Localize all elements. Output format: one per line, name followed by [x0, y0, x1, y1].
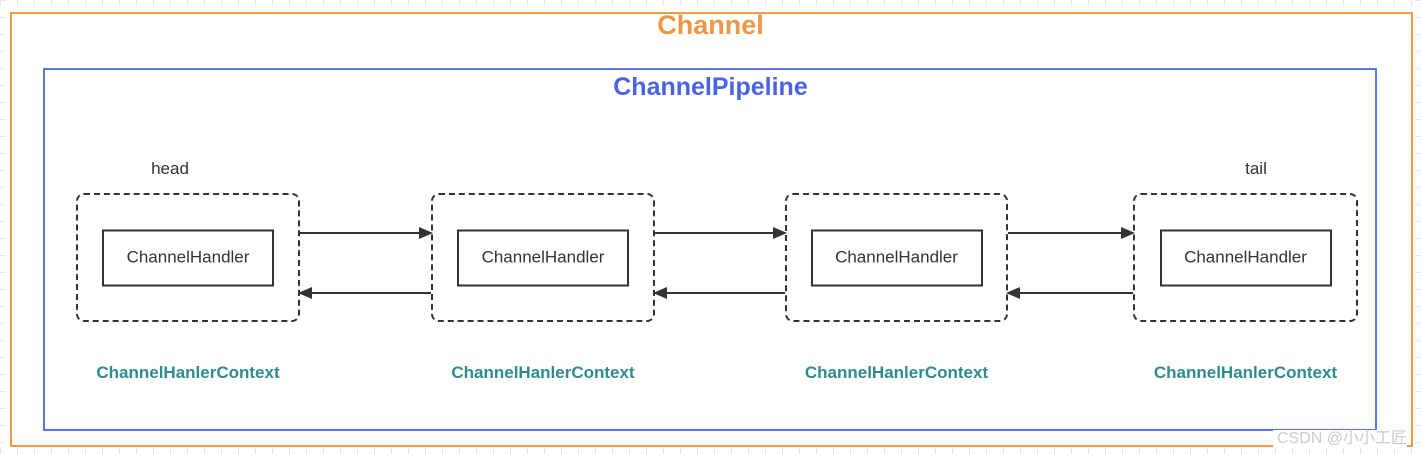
- watermark: CSDN @小小工匠: [1272, 430, 1407, 448]
- backward-arrow-icon-3: [1008, 292, 1133, 294]
- ruler-ticks-right: [1415, 0, 1421, 454]
- ruler-ticks-top: [0, 0, 1421, 6]
- channel-handler-box-1: ChannelHandler: [102, 229, 274, 286]
- context-node-4: ChannelHandler: [1133, 193, 1358, 322]
- ruler-ticks-left: [0, 0, 6, 454]
- backward-arrow-icon-2: [655, 292, 785, 294]
- head-label: head: [151, 159, 189, 178]
- context-node-2: ChannelHandler: [431, 193, 655, 322]
- channel-pipeline-title: ChannelPipeline: [613, 73, 808, 101]
- context-label-2: ChannelHanlerContext: [451, 363, 635, 382]
- context-node-3: ChannelHandler: [785, 193, 1008, 322]
- tail-label: tail: [1245, 159, 1267, 178]
- channel-handler-box-2: ChannelHandler: [457, 229, 629, 286]
- backward-arrow-icon-1: [300, 292, 431, 294]
- channel-handler-box-3: ChannelHandler: [810, 229, 983, 286]
- ruler-ticks-bottom: [0, 448, 1421, 454]
- channel-handler-box-4: ChannelHandler: [1159, 229, 1332, 286]
- forward-arrow-icon-2: [655, 232, 785, 234]
- forward-arrow-icon-1: [300, 232, 431, 234]
- channel-title: Channel: [657, 10, 764, 40]
- forward-arrow-icon-3: [1008, 232, 1133, 234]
- context-label-1: ChannelHanlerContext: [96, 363, 280, 382]
- context-label-4: ChannelHanlerContext: [1153, 363, 1338, 382]
- context-node-1: ChannelHandler: [76, 193, 300, 322]
- context-label-3: ChannelHanlerContext: [804, 363, 989, 382]
